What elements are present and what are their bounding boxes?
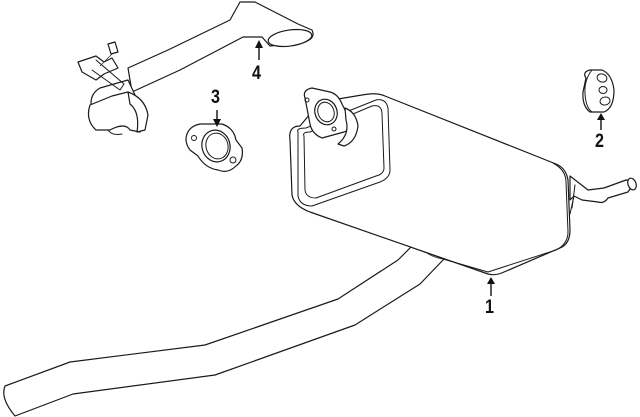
muffler-part[interactable] xyxy=(289,87,638,276)
callout-label-3[interactable]: 3 xyxy=(211,87,220,108)
callout-label-1[interactable]: 1 xyxy=(485,297,494,318)
callout-label-4[interactable]: 4 xyxy=(252,63,261,84)
hanger-insulator-part[interactable] xyxy=(582,69,615,113)
gasket-part[interactable] xyxy=(185,123,243,172)
callout-4-arrow xyxy=(255,40,263,60)
intermediate-pipe-part[interactable] xyxy=(77,1,314,135)
callout-label-2[interactable]: 2 xyxy=(595,131,604,152)
front-pipe-part[interactable] xyxy=(3,246,445,417)
callout-3-arrow xyxy=(213,110,221,127)
callout-1-arrow xyxy=(487,277,495,296)
callout-2-arrow xyxy=(597,113,605,130)
